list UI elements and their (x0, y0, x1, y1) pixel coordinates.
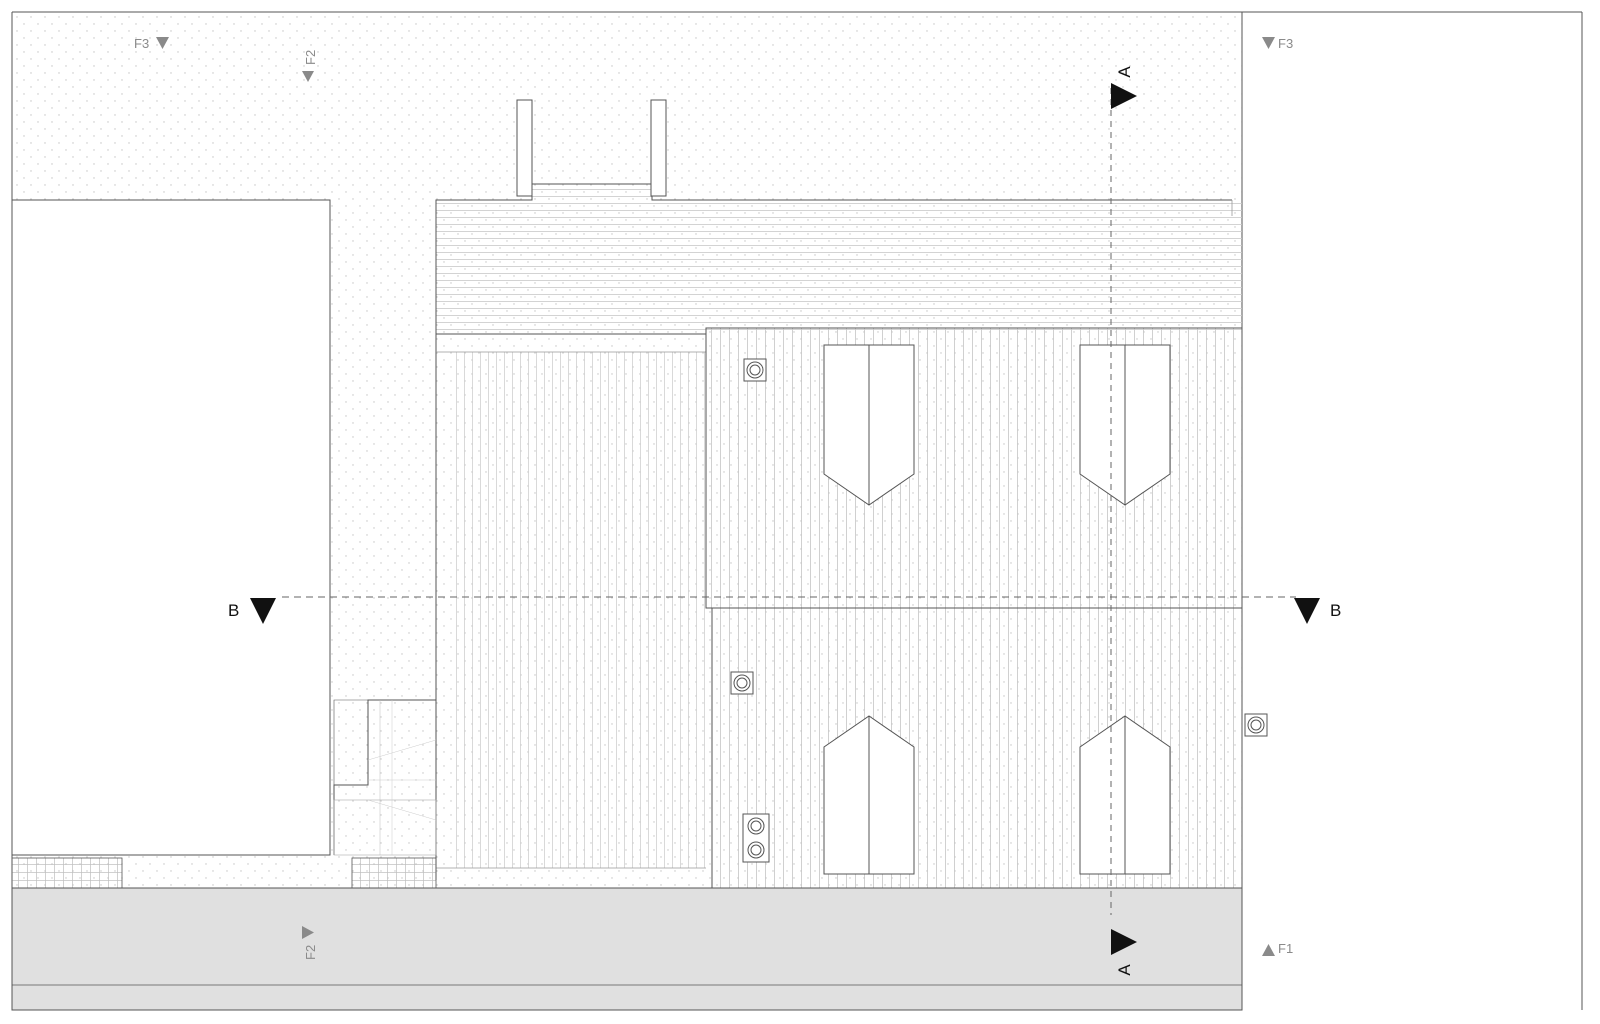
facade-marker-label: F2 (303, 945, 318, 960)
double-circle-vent-icon (742, 813, 770, 863)
section-marker-label: A (1115, 66, 1134, 78)
double-circle-vent-icon (730, 671, 754, 695)
section-marker-label: A (1115, 964, 1134, 976)
facade-marker-f3-left: F3 (134, 36, 169, 51)
posts (516, 99, 667, 197)
facade-marker-f1: F1 (1262, 941, 1293, 956)
pentagon-skylight-icon (1079, 344, 1171, 506)
street-pavement (11, 887, 1243, 1011)
double-circle-vent-icon (1244, 713, 1268, 737)
facade-marker-f2-bottom: F2 (302, 926, 318, 960)
facade-marker-label: F3 (134, 36, 149, 51)
facade-marker-f2-top: F2 (302, 50, 318, 82)
upper-terrace (435, 183, 1242, 335)
extension-roof (435, 334, 710, 880)
section-marker-label: B (1330, 601, 1341, 620)
facade-marker-label: F2 (303, 50, 318, 65)
facade-marker-label: F3 (1278, 36, 1293, 51)
pentagon-skylight-icon (823, 344, 915, 506)
section-marker-a-bottom: A (1111, 929, 1137, 976)
double-circle-vent-icon (743, 358, 767, 382)
courtyard-stair (333, 699, 437, 856)
entry-steps-middle (351, 857, 437, 889)
section-marker-a-top: A (1111, 66, 1137, 109)
entry-steps-left (11, 857, 123, 889)
section-marker-label: B (228, 601, 239, 620)
section-marker-b-left: B (228, 598, 276, 624)
facade-marker-f3-right: F3 (1262, 36, 1293, 51)
neighbour-building (11, 199, 331, 856)
section-marker-b-right: B (1294, 598, 1341, 624)
facade-marker-label: F1 (1278, 941, 1293, 956)
pentagon-skylight-icon (823, 715, 915, 875)
pentagon-skylight-icon (1079, 715, 1171, 875)
